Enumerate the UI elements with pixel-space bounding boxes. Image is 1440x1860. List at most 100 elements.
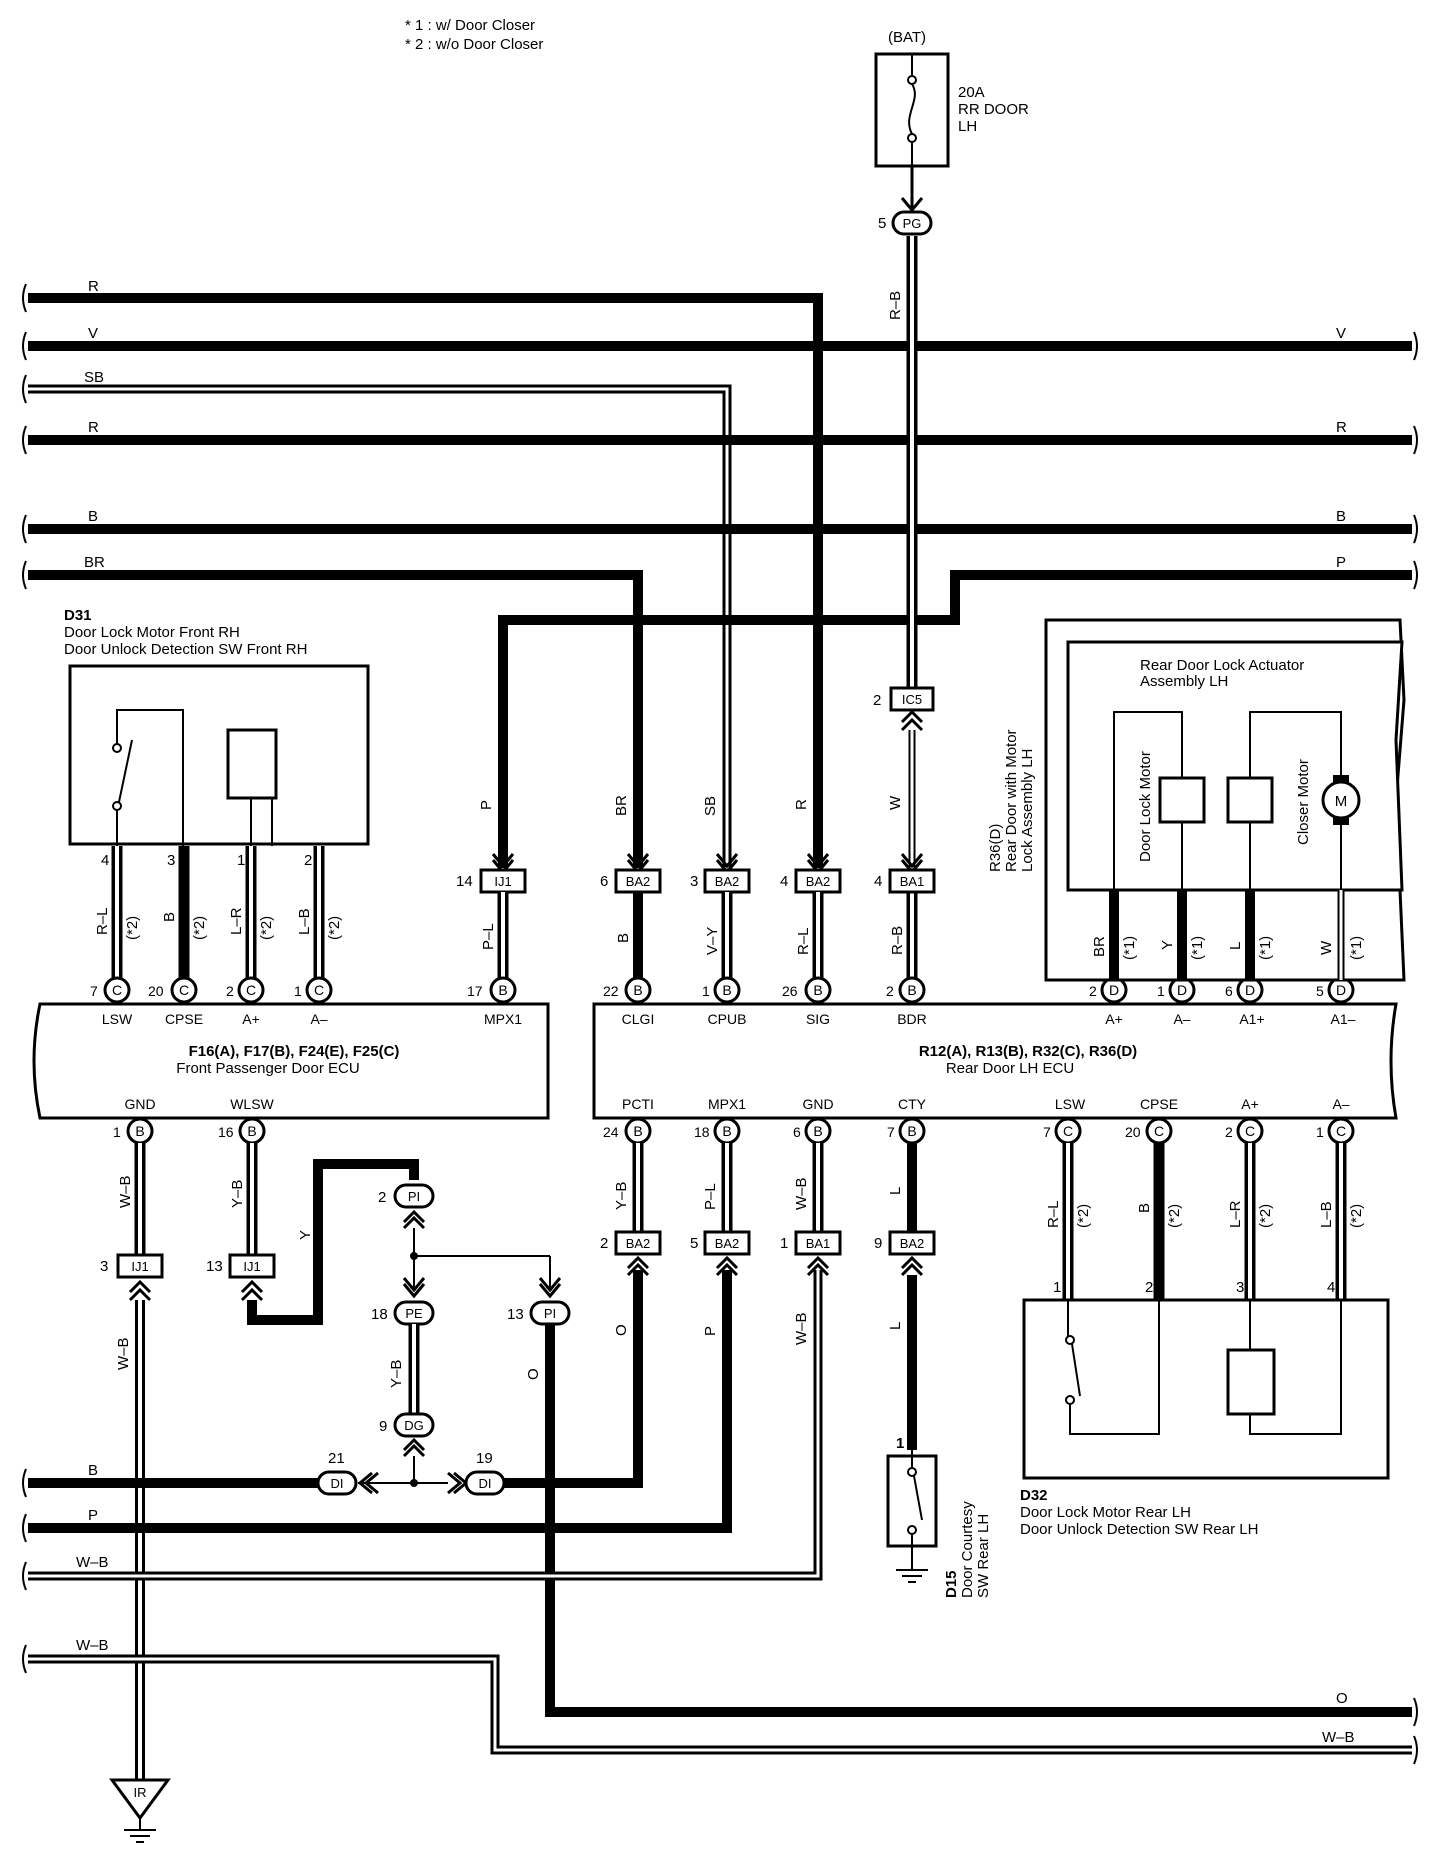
actuator-to-ecu-wires (1109, 890, 1345, 980)
svg-text:B: B (633, 1123, 642, 1139)
svg-text:3: 3 (100, 1258, 108, 1275)
front-ecu-name: Front Passenger Door ECU (176, 1060, 359, 1077)
svg-text:CTY: CTY (898, 1096, 927, 1112)
svg-text:9: 9 (379, 1418, 387, 1435)
svg-text:BA2: BA2 (626, 1236, 651, 1251)
svg-text:Y–B: Y–B (229, 1180, 246, 1208)
d32-code: D32 (1020, 1487, 1048, 1504)
svg-text:CPSE: CPSE (1140, 1096, 1178, 1112)
svg-text:P–L: P–L (480, 923, 497, 950)
svg-text:D: D (1109, 982, 1119, 998)
svg-text:(*2): (*2) (258, 916, 275, 940)
actuator-internals (1113, 711, 1361, 890)
svg-text:(*1): (*1) (1257, 936, 1274, 960)
bus-left-label-2: V (88, 325, 98, 342)
svg-text:R–L: R–L (94, 907, 111, 935)
svg-text:A–: A– (1173, 1011, 1190, 1027)
svg-text:B: B (135, 1123, 144, 1139)
svg-text:BA2: BA2 (900, 1236, 925, 1251)
note-without-door-closer: * 2 : w/o Door Closer (405, 36, 543, 53)
svg-text:18: 18 (371, 1306, 388, 1323)
svg-text:B: B (722, 982, 731, 998)
front-ecu-bottom-pins: GND WLSW 1 B 16 B (113, 1096, 275, 1145)
d32-internals (1065, 1300, 1342, 1435)
svg-text:(*1): (*1) (1121, 936, 1138, 960)
rear-ecu-to-d32-wires (1062, 1143, 1347, 1300)
svg-text:C: C (1154, 1123, 1164, 1139)
svg-text:B: B (633, 982, 642, 998)
svg-text:5: 5 (1316, 983, 1324, 999)
svg-text:2: 2 (304, 852, 312, 869)
svg-text:C: C (314, 982, 324, 998)
bus-left-label-4: R (88, 419, 99, 436)
wires-connectors-to-ecu (497, 892, 824, 980)
fuse-name-line2: LH (958, 118, 977, 135)
svg-text:V–Y: V–Y (704, 927, 721, 955)
svg-text:C: C (112, 982, 122, 998)
svg-text:IJ1: IJ1 (494, 874, 511, 889)
svg-text:A+: A+ (1241, 1096, 1259, 1112)
svg-text:MPX1: MPX1 (484, 1011, 522, 1027)
fuse-amp: 20A (958, 84, 985, 101)
svg-text:W: W (1318, 940, 1335, 955)
d15-line2: SW Rear LH (975, 1514, 992, 1598)
front-ecu-bottom-wires (134, 1143, 258, 1262)
svg-text:BDR: BDR (897, 1011, 927, 1027)
svg-text:PI: PI (408, 1189, 420, 1204)
svg-text:21: 21 (328, 1450, 345, 1467)
svg-text:PCTI: PCTI (622, 1096, 654, 1112)
d31-code: D31 (64, 607, 92, 624)
connector-ba2-2: 2 BA2 (600, 1230, 662, 1277)
svg-text:6: 6 (1225, 983, 1233, 999)
svg-text:PE: PE (405, 1306, 423, 1321)
svg-text:(*2): (*2) (326, 916, 343, 940)
connector-ba2-4: 4 BA2 (780, 868, 842, 894)
svg-text:1: 1 (702, 983, 710, 999)
closer-motor-label: Closer Motor (1295, 759, 1312, 845)
svg-text:R–B: R–B (889, 926, 906, 955)
svg-text:2: 2 (226, 983, 234, 999)
fuse-terminal-top (907, 75, 917, 85)
front-ecu-top-pin-circles (103, 976, 517, 1004)
svg-text:Y–B: Y–B (613, 1182, 630, 1210)
svg-text:SIG: SIG (806, 1011, 830, 1027)
motor-symbol: M (1335, 793, 1348, 810)
splice-pi-pe (402, 1228, 562, 1299)
note-door-closer: * 1 : w/ Door Closer (405, 17, 535, 34)
svg-text:P–L: P–L (702, 1183, 719, 1210)
bus-bottom-left-label-3: W–B (76, 1554, 109, 1571)
svg-text:1: 1 (1053, 1279, 1061, 1296)
d32-line2: Door Unlock Detection SW Rear LH (1020, 1521, 1258, 1538)
svg-text:Y: Y (1159, 940, 1176, 950)
wlsw-y-loop-label: Y (297, 1230, 314, 1240)
connector-ij1-13: 13 IJ1 (206, 1253, 276, 1302)
rear-ecu-box (592, 1002, 1398, 1120)
r36-line1: Rear Door with Motor (1003, 729, 1020, 872)
bus-bottom-right-label-1: O (1336, 1690, 1348, 1707)
rear-ecu-bottom-wire-labels: Y–B P–L W–B L (613, 1177, 904, 1210)
svg-text:2: 2 (600, 1235, 608, 1252)
svg-text:B: B (813, 982, 822, 998)
fuse-element (908, 83, 916, 135)
svg-text:A+: A+ (242, 1011, 260, 1027)
bus-left-label-3: SB (84, 369, 104, 386)
wire-label-to-ba2-sb: SB (702, 796, 719, 816)
fuse-name-line1: RR DOOR (958, 101, 1029, 118)
svg-text:(*2): (*2) (1257, 1204, 1274, 1228)
svg-text:B: B (615, 933, 632, 943)
front-ecu-box (32, 1002, 550, 1120)
svg-text:DI: DI (331, 1476, 344, 1491)
svg-text:(*2): (*2) (1348, 1204, 1365, 1228)
connector-ic5: 2 IC5 (873, 686, 935, 732)
svg-text:26: 26 (782, 983, 798, 999)
svg-text:20: 20 (1125, 1124, 1141, 1140)
front-ecu-top-pins: 7 C LSW 20 C CPSE 2 C A+ 1 C A– 17 B MPX… (90, 982, 522, 1027)
svg-text:4: 4 (101, 852, 109, 869)
ij1-ground-wire-label: W–B (115, 1337, 132, 1370)
svg-text:O: O (613, 1324, 630, 1336)
svg-text:16: 16 (218, 1124, 234, 1140)
svg-text:BR: BR (1091, 936, 1108, 957)
svg-text:4: 4 (1327, 1279, 1335, 1296)
svg-text:L: L (1227, 942, 1244, 950)
